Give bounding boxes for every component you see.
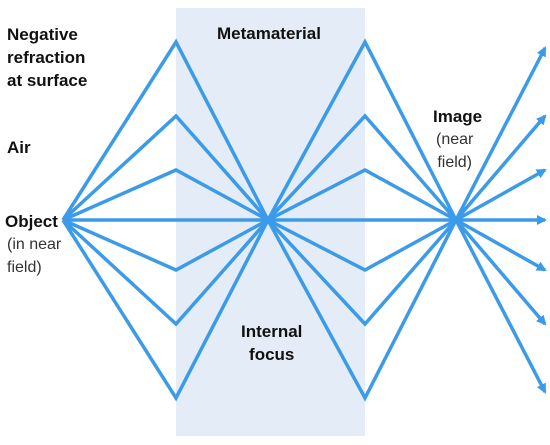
object-label: Object bbox=[5, 212, 58, 231]
object-note-label: (in near field) bbox=[7, 236, 62, 276]
output-rays bbox=[454, 46, 547, 394]
negative-refraction-label: Negative refraction at surface bbox=[7, 25, 88, 90]
output-ray-arrow bbox=[455, 218, 547, 272]
output-ray-arrow bbox=[454, 46, 547, 221]
air-label: Air bbox=[7, 138, 31, 157]
image-label: Image bbox=[433, 107, 483, 126]
output-ray-arrow bbox=[454, 218, 547, 326]
internal-focus-label: Internal focus bbox=[241, 322, 303, 364]
ray-path bbox=[61, 216, 458, 402]
metamaterial-label: Metamaterial bbox=[217, 24, 321, 43]
output-ray-arrow bbox=[455, 168, 547, 222]
image-note-label: (near field) bbox=[436, 131, 474, 171]
output-ray-arrow bbox=[454, 219, 547, 394]
light-rays bbox=[61, 38, 458, 402]
output-ray-arrow bbox=[454, 114, 547, 222]
